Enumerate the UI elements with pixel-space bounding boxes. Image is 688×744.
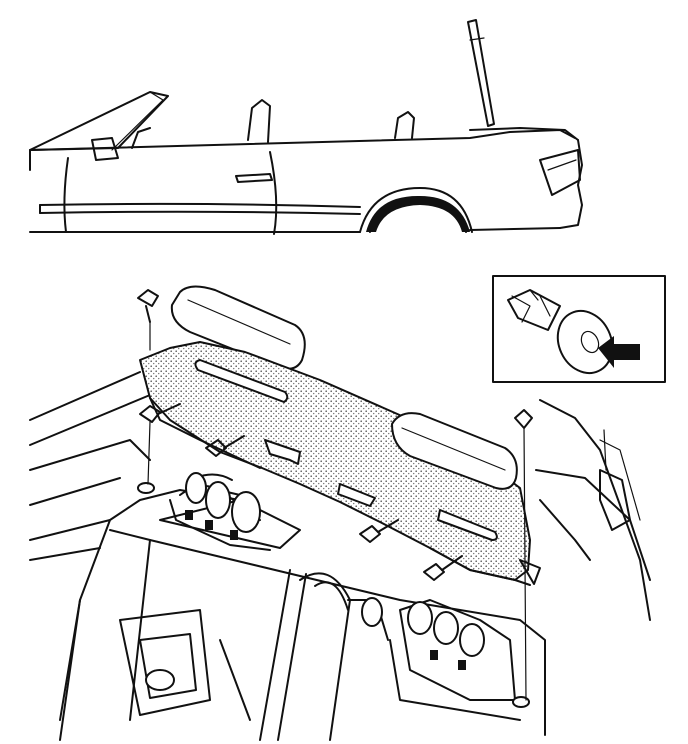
trim-slot bbox=[337, 483, 376, 507]
trim-slot bbox=[194, 359, 289, 403]
vehicle-side-view bbox=[29, 19, 583, 235]
push-clip bbox=[205, 435, 245, 457]
push-clip bbox=[137, 289, 159, 351]
trim-panel-exploded-view bbox=[29, 285, 651, 741]
push-clip bbox=[423, 555, 463, 581]
push-arrow-icon bbox=[598, 336, 640, 368]
push-clip bbox=[359, 519, 399, 543]
trim-slot bbox=[264, 439, 301, 465]
push-clip bbox=[519, 559, 541, 585]
push-clip bbox=[139, 403, 181, 485]
right-trim-pad bbox=[391, 412, 518, 490]
push-clip bbox=[514, 409, 533, 701]
clip-detail-inset bbox=[492, 275, 666, 383]
inset-frame bbox=[492, 275, 666, 383]
trim-slot bbox=[437, 509, 498, 541]
